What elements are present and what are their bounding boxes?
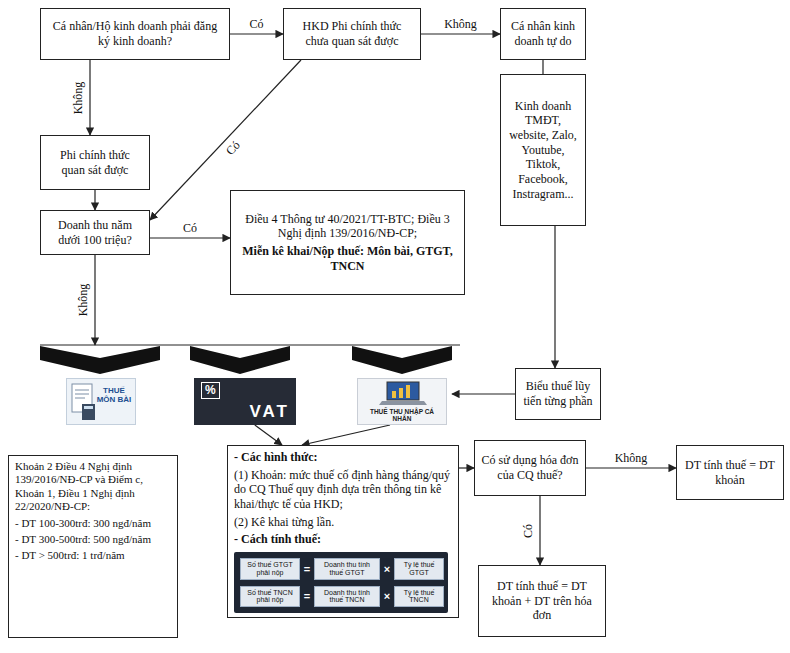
band-line (40, 345, 460, 346)
node-text: Điều 4 Thông tư 40/2021/TT-BTC; Điều 3 N… (239, 212, 456, 241)
edge-label: Có (222, 136, 245, 159)
edge-label: Có (181, 221, 199, 235)
icon-text: THUẾ MÔN BÀI (96, 386, 132, 404)
process-box: Cá nhân kinh doanh tự do (500, 8, 586, 60)
icon-tile: % VAT (194, 378, 296, 425)
laptop-base (379, 401, 427, 405)
icon-tile: THUẾ MÔN BÀI (66, 378, 136, 425)
node-text: DT tính thuế = DT khoản + DT trên hóa đơ… (485, 579, 599, 623)
percent-badge: % (201, 382, 220, 399)
node-text: Khoản 2 Điều 4 Nghị định 139/2016/NĐ-CP … (15, 460, 171, 514)
edge-label: Có (521, 521, 535, 539)
chart-bar (406, 385, 410, 398)
node-text: - Cách tính thuế: (234, 532, 452, 547)
decision-box: Doanh thu năm dưới 100 triệu? (40, 210, 150, 255)
node-text: - Các hình thức: (234, 450, 452, 465)
formula-operator: × (384, 563, 390, 575)
chevron (190, 346, 290, 374)
laptop-screen (387, 382, 419, 400)
tax-icon: THUẾ THU NHẬP CÁ NHÂN (352, 345, 452, 425)
formula-text: Tỷ lệ thuế TNCN (397, 589, 441, 605)
chart-bar (399, 388, 403, 398)
flow-arrow (421, 33, 500, 34)
formula-operator: = (304, 563, 310, 575)
flow-arrow (255, 425, 282, 445)
node-text: - DT > 500trđ: 1 trđ/năm (15, 549, 171, 562)
flow-arrow (94, 190, 95, 210)
edge-label: Có (247, 17, 265, 31)
process-box: Phi chính thức quan sát được (40, 135, 150, 190)
document-line (75, 394, 89, 395)
decision-box: Cá nhân/Hộ kinh doanh phải đăng ký kinh … (40, 8, 230, 60)
icon-tile: THUẾ THU NHẬP CÁ NHÂN (357, 378, 447, 425)
law-box: Khoản 2 Điều 4 Nghị định 139/2016/NĐ-CP … (8, 455, 178, 638)
decision-box: Có sử dụng hóa đơn của CQ thuế? (474, 440, 586, 496)
node-text: Doanh thu năm dưới 100 triệu? (47, 218, 143, 247)
tax-icon: % VAT (190, 345, 298, 425)
node-text: (1) Khoản: mức thuế cố định hàng tháng/q… (234, 468, 452, 512)
formula-box: Số thuế GTGT phải nộp (240, 558, 300, 580)
node-text: Biểu thuế lũy tiến từng phần (522, 379, 594, 408)
flow-arrow (150, 237, 230, 238)
icon-text: VAT (250, 402, 290, 422)
tax-icon: THUẾ MÔN BÀI (40, 345, 160, 425)
node-text: - DT 300-500trđ: 500 ngđ/năm (15, 533, 171, 546)
edge-label: Không (442, 17, 479, 31)
formula-box: Doanh thu tính thuế TNCN (314, 586, 380, 608)
flow-arrow (230, 33, 283, 34)
calculator-screen (84, 406, 93, 409)
formula-operator: × (384, 590, 390, 602)
formula-box: Số thuế TNCN phải nộp (240, 586, 300, 608)
flow-arrow (459, 467, 474, 468)
flow-arrow (89, 60, 90, 135)
flow-arrow (94, 255, 95, 345)
node-text: Cá nhân kinh doanh tự do (507, 19, 579, 48)
result-box: DT tính thuế = DT khoản (676, 445, 784, 500)
formula-text: Số thuế TNCN phải nộp (243, 589, 297, 605)
document-icon (70, 382, 98, 422)
flow-arrow (542, 60, 543, 74)
node-text: - DT 100-300trđ: 300 ngđ/năm (15, 517, 171, 530)
formula-operator: = (304, 590, 310, 602)
icon-text: THUẾ THU NHẬP CÁ NHÂN (360, 408, 444, 422)
node-text: Phi chính thức quan sát được (47, 148, 143, 177)
formula-box: Tỷ lệ thuế TNCN (394, 586, 444, 608)
flow-arrow (302, 425, 390, 445)
node-text: HKD Phi chính thức chưa quan sát được (290, 19, 414, 48)
chevron (352, 346, 452, 374)
formula-text: Doanh thu tính thuế TNCN (317, 589, 377, 605)
list-box: Kinh doanh TMĐT, website, Zalo, Youtube,… (500, 74, 586, 226)
flow-arrow (554, 226, 555, 368)
formula-box: Doanh thu tính thuế GTGT (314, 558, 380, 580)
chevron (40, 346, 160, 374)
document-line (75, 398, 85, 399)
formula-box: Tỷ lệ thuế GTGT (394, 558, 444, 580)
edge-label: Không (613, 451, 650, 465)
process-box: HKD Phi chính thức chưa quan sát được (283, 8, 421, 60)
flow-arrow (452, 393, 515, 394)
node-text: Miễn kê khai/Nộp thuế: Môn bài, GTGT, TN… (239, 244, 456, 273)
node-text: DT tính thuế = DT khoản (683, 458, 777, 487)
chart-bar (392, 391, 396, 398)
node-text: Cá nhân/Hộ kinh doanh phải đăng ký kinh … (47, 19, 223, 48)
calculator-icon (82, 404, 95, 420)
laptop-icon (378, 380, 428, 406)
document-line (75, 390, 89, 391)
node-text: (2) Kê khai từng lần. (234, 515, 452, 530)
flow-arrow (586, 467, 676, 468)
law-box: Điều 4 Thông tư 40/2021/TT-BTC; Điều 3 N… (230, 190, 465, 295)
node-text: Có sử dụng hóa đơn của CQ thuế? (481, 453, 579, 482)
result-box: DT tính thuế = DT khoản + DT trên hóa đơ… (478, 565, 606, 637)
edge-label: Không (76, 282, 90, 319)
process-box: Biểu thuế lũy tiến từng phần (515, 368, 601, 420)
edge-label: Không (71, 79, 85, 116)
formula-text: Số thuế GTGT phải nộp (243, 561, 297, 577)
node-text: Kinh doanh TMĐT, website, Zalo, Youtube,… (504, 99, 582, 201)
flow-arrow (539, 496, 540, 565)
formula-text: Tỷ lệ thuế GTGT (397, 561, 441, 577)
formula-text: Doanh thu tính thuế GTGT (317, 561, 377, 577)
method-box: - Các hình thức: (1) Khoản: mức thuế cố đ… (227, 445, 459, 618)
